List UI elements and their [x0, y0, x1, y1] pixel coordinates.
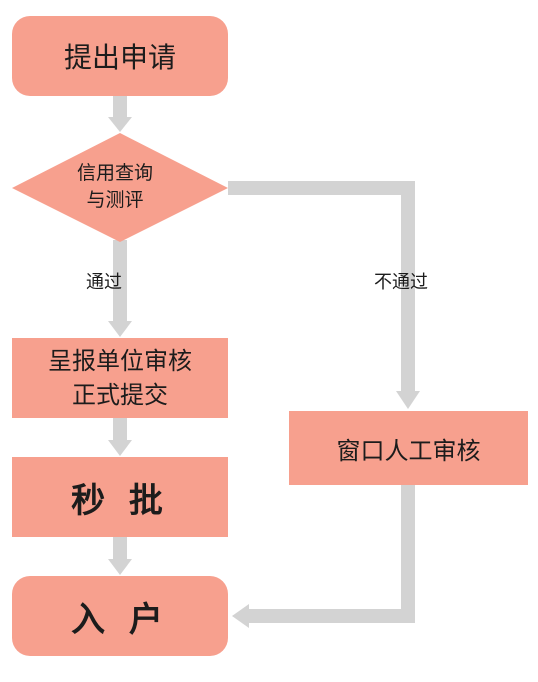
arrowhead-submit-to-credit: [108, 117, 132, 132]
decision-credit-shape: [12, 133, 228, 242]
edge-label-fail: 不通过: [374, 272, 428, 293]
node-submit-label: 提出申请: [63, 41, 176, 74]
decision-credit-line1: 信用查询: [76, 162, 153, 184]
node-instant-approval: 秒 批: [12, 457, 228, 537]
arrowhead-manual-to-account: [232, 604, 249, 628]
node-report-line1: 呈报单位审核: [48, 347, 192, 375]
node-instant-label: 秒 批: [71, 480, 169, 521]
node-account-registration: 入 户: [12, 576, 228, 656]
decision-credit-line2: 与测评: [86, 189, 144, 211]
arrowhead-credit-to-report: [108, 321, 132, 337]
node-report-line2: 正式提交: [72, 381, 168, 409]
node-report-review: 呈报单位审核 正式提交: [12, 338, 228, 418]
node-manual-review: 窗口人工审核: [289, 411, 528, 485]
node-account-label: 入 户: [71, 599, 169, 640]
connector-credit-to-manual: [228, 181, 415, 392]
connector-manual-to-account: [248, 485, 415, 623]
node-submit-application: 提出申请: [12, 16, 228, 96]
arrowhead-credit-to-manual: [396, 391, 420, 409]
edge-label-pass: 通过: [86, 272, 122, 293]
decision-credit-label: 信用查询 与测评: [30, 152, 200, 222]
node-manual-label: 窗口人工审核: [336, 436, 481, 465]
arrowhead-instant-to-account: [108, 559, 132, 575]
arrowhead-report-to-instant: [108, 440, 132, 456]
